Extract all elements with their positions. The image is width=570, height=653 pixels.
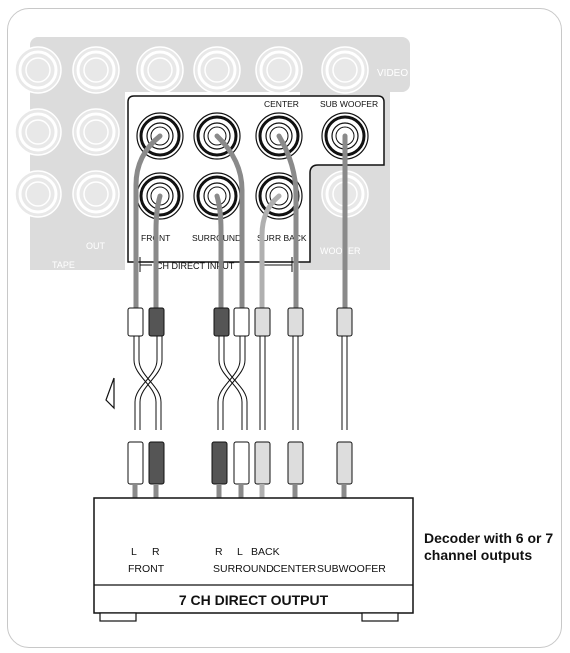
center-input-label: CENTER xyxy=(264,99,299,109)
decoder-center-label: CENTER xyxy=(273,563,317,575)
diagram-frame xyxy=(7,8,562,648)
decoder-front-l-label: L xyxy=(131,546,137,558)
plug-center xyxy=(287,307,304,337)
plug-surround-r xyxy=(213,307,230,337)
decoder-caption: Decoder with 6 or 7 channel outputs xyxy=(424,530,554,563)
upper-cables xyxy=(133,133,348,313)
subwoofer-input-label: SUB WOOFER xyxy=(320,99,378,109)
woofer-label: WOOFER xyxy=(320,246,361,256)
decoder-front-label: FRONT xyxy=(128,563,165,575)
video-label: VIDEO xyxy=(377,68,408,79)
connecting-cords xyxy=(133,336,348,430)
plug-front-l xyxy=(127,307,144,337)
lower-plugs xyxy=(127,441,353,485)
upper-plugs xyxy=(127,307,353,337)
plug-front-r xyxy=(148,307,165,337)
arrow-icon xyxy=(105,377,115,410)
plug-subwoofer xyxy=(336,307,353,337)
out-label: OUT xyxy=(86,241,106,251)
decoder-box: L R FRONT R L BACK SURROUND CENTER SUBWO… xyxy=(93,497,414,622)
ch-direct-input-label: CH DIRECT INPUT xyxy=(156,261,235,271)
decoder-subwoofer-label: SUBWOOFER xyxy=(317,563,386,575)
surr-back-input-label: SURR BACK xyxy=(257,233,307,243)
tape-label: TAPE xyxy=(52,260,75,270)
decoder-surround-l-label: L xyxy=(237,546,243,558)
decoder-surround-label: SURROUND xyxy=(213,563,274,575)
decoder-back-label: BACK xyxy=(251,546,280,558)
plug-back xyxy=(254,307,271,337)
surround-input-label: SURROUND xyxy=(192,233,241,243)
decoder-output-title: 7 CH DIRECT OUTPUT xyxy=(179,592,329,608)
decoder-surround-r-label: R xyxy=(215,546,223,558)
decoder-front-r-label: R xyxy=(152,546,160,558)
plug-surround-l xyxy=(233,307,250,337)
